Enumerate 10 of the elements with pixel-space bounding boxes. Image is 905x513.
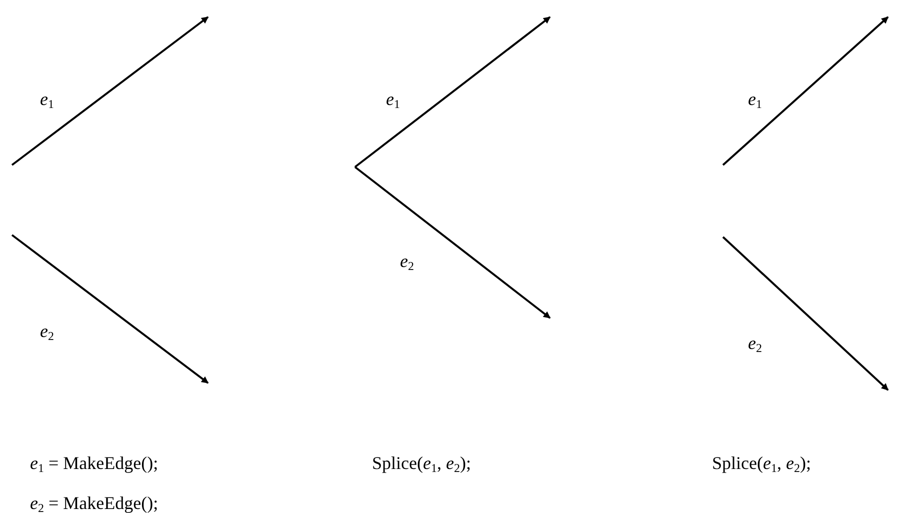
arrow-name: e$_{1}$: [386, 90, 400, 110]
arrow-name: e$_{1}$: [748, 90, 762, 110]
arrow-name: e$_{2}$: [400, 252, 414, 272]
code-statement: Splice(e$_{1}$, e$_{2}$);: [372, 454, 471, 474]
code-statement: e$_{1}$ = MakeEdge();: [30, 454, 158, 474]
code-statement: e$_{2}$ = MakeEdge();: [30, 494, 158, 513]
arrow-name: e$_{1}$: [40, 90, 54, 110]
arrow-name: e$_{2}$: [748, 334, 762, 354]
code-statement: Splice(e$_{1}$, e$_{2}$);: [712, 454, 811, 474]
arrow-name: e$_{2}$: [40, 322, 54, 342]
